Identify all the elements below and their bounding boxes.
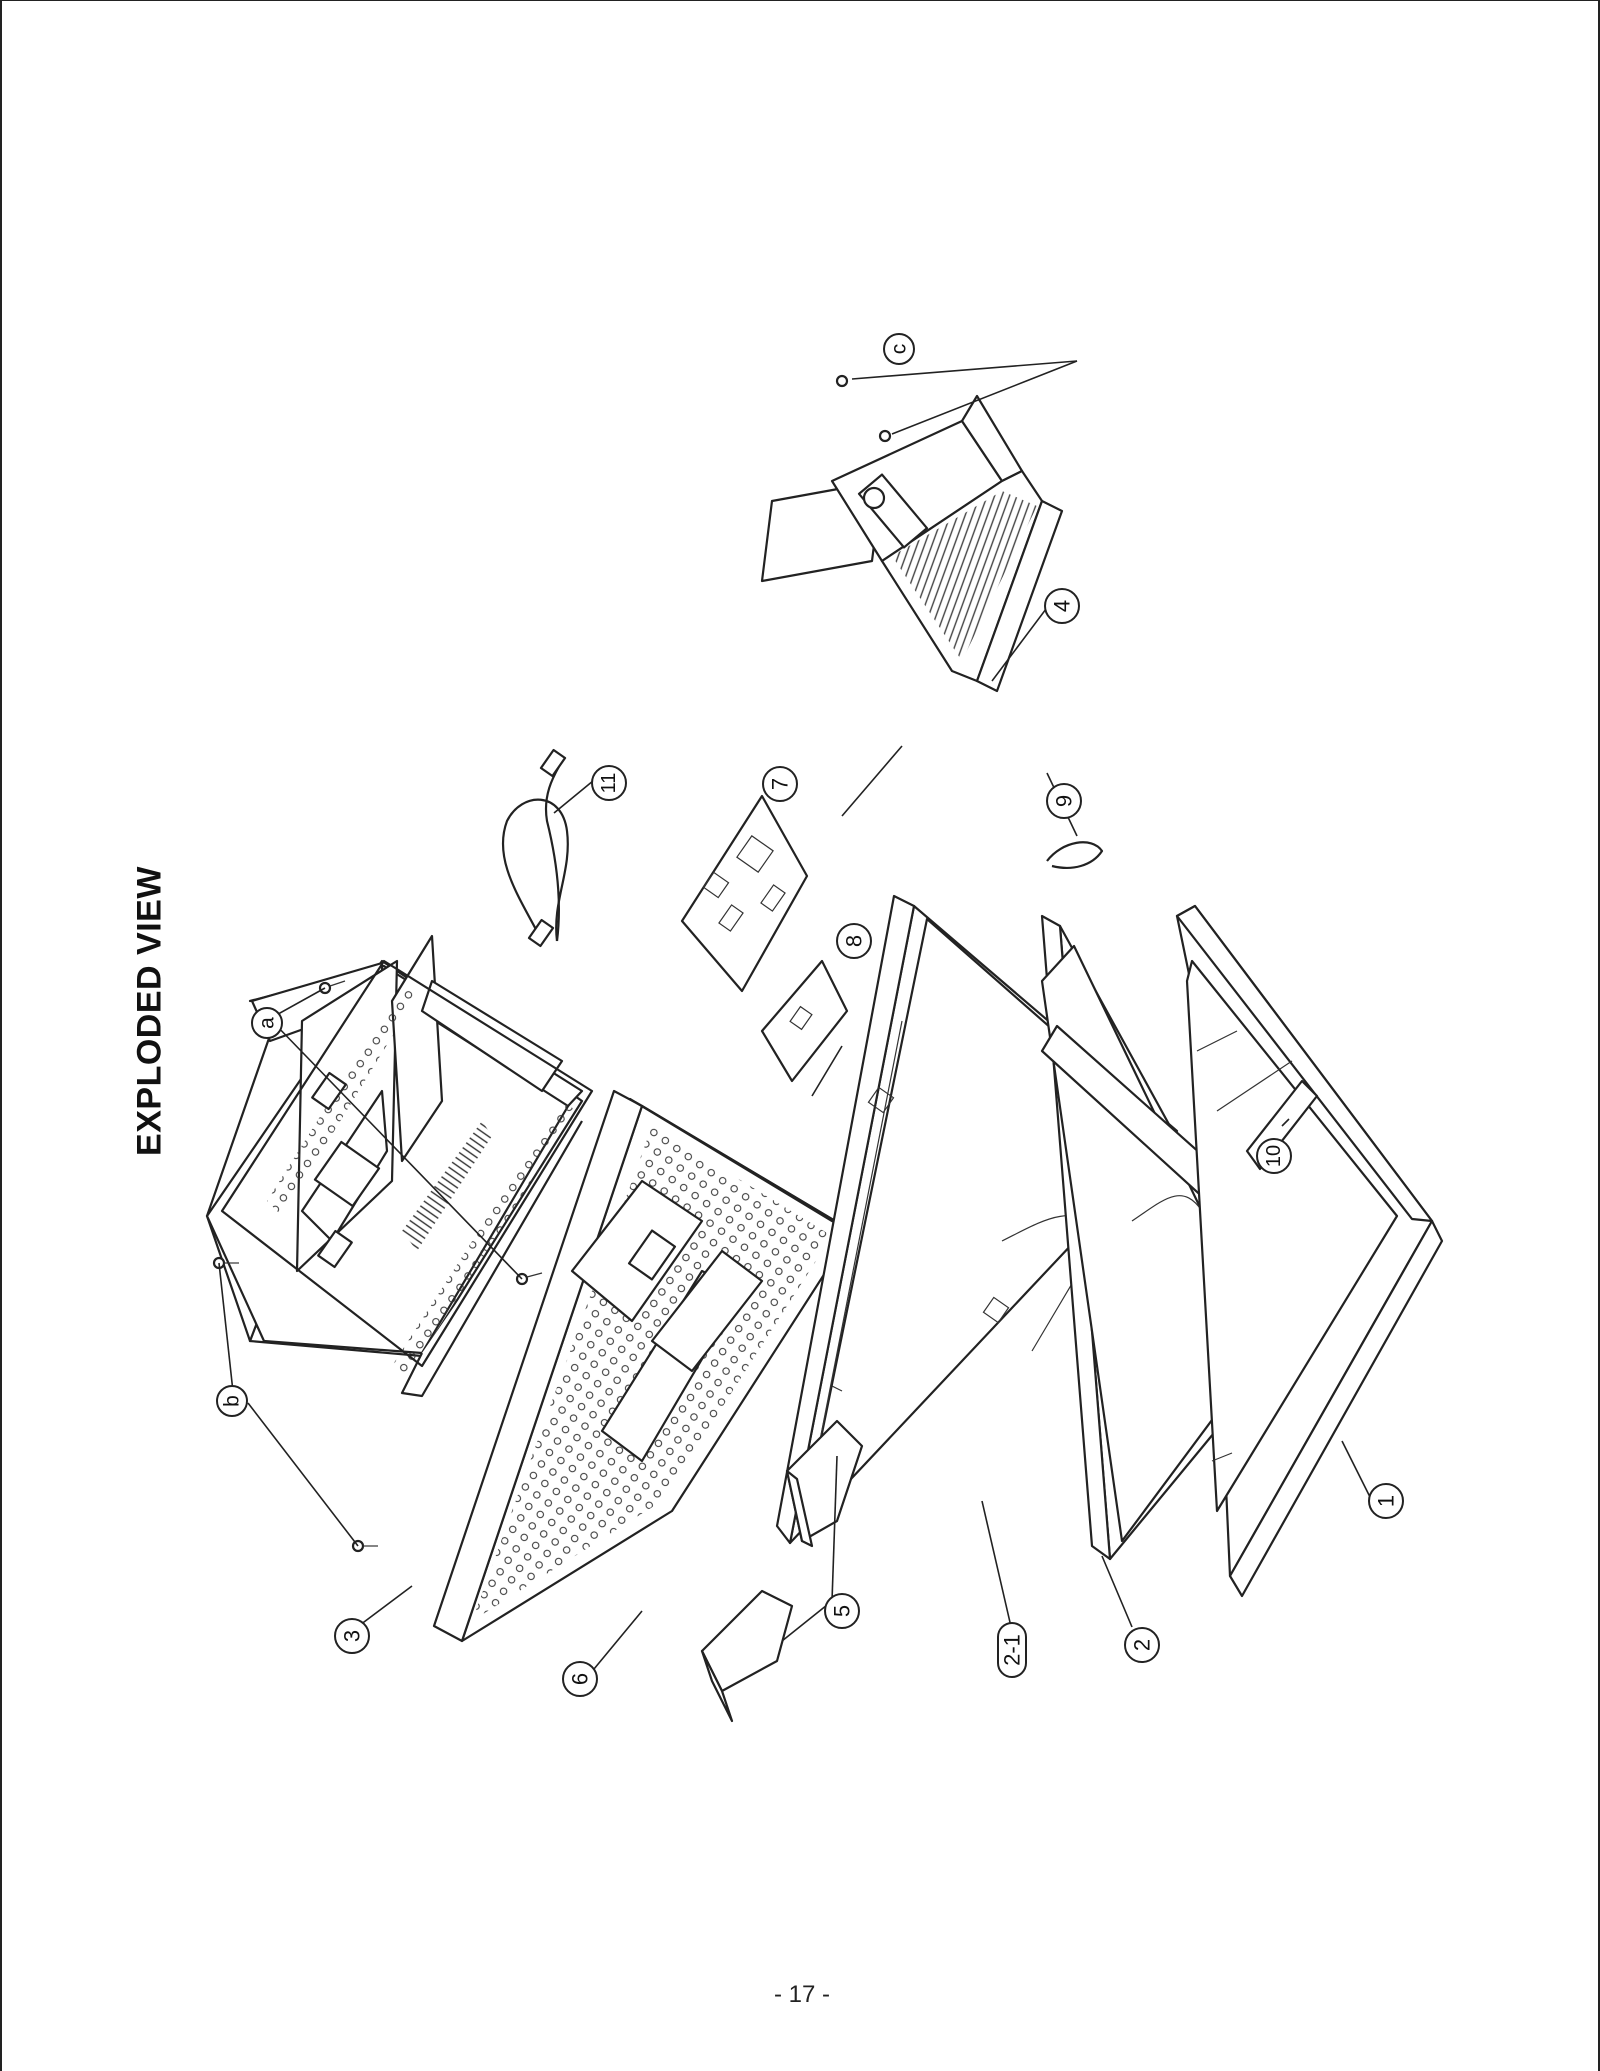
svg-text:a: a (256, 1017, 279, 1029)
svg-text:6: 6 (568, 1673, 593, 1685)
callout-11: 11 (591, 765, 627, 801)
page-number: - 17 - (773, 1981, 831, 2008)
back-cover-outline (220, 959, 594, 1368)
callout-9: 9 (1046, 783, 1082, 819)
callout-2-1: 2-1 (997, 1622, 1027, 1678)
small-board-part (760, 959, 849, 1083)
cable-tie-part (1046, 841, 1104, 869)
main-board-part (680, 794, 809, 993)
svg-text:c: c (888, 344, 911, 355)
svg-text:2-1: 2-1 (1000, 1634, 1025, 1666)
callout-5: 5 (824, 1593, 860, 1629)
svg-text:1: 1 (1374, 1495, 1399, 1507)
svg-text:b: b (221, 1395, 244, 1407)
shield-frame-part (432, 1089, 854, 1643)
svg-text:9: 9 (1052, 795, 1077, 807)
svg-text:11: 11 (598, 773, 620, 794)
callout-a: a (251, 1007, 283, 1039)
callout-b: b (216, 1385, 248, 1417)
callout-1: 1 (1368, 1483, 1404, 1519)
callout-8: 8 (836, 923, 872, 959)
svg-text:7: 7 (768, 778, 793, 790)
front-bezel-part (1175, 904, 1444, 1598)
bracket-part-b (785, 1419, 864, 1548)
svg-text:5: 5 (830, 1605, 855, 1617)
back-cover-part (205, 934, 584, 1398)
callout-3: 3 (334, 1618, 370, 1654)
callout-10: 10 (1256, 1138, 1292, 1174)
callout-2: 2 (1124, 1627, 1160, 1663)
svg-text:8: 8 (842, 935, 867, 947)
callout-4: 4 (1044, 588, 1080, 624)
callout-7: 7 (762, 766, 798, 802)
bracket-part-a (700, 1589, 794, 1723)
svg-text:10: 10 (1263, 1145, 1285, 1167)
signal-cable-part (501, 748, 569, 948)
callout-6: 6 (562, 1661, 598, 1697)
svg-text:3: 3 (340, 1630, 365, 1642)
svg-text:4: 4 (1050, 600, 1075, 612)
stand-part (760, 374, 1064, 693)
svg-text:2: 2 (1130, 1639, 1155, 1651)
callout-c: c (883, 333, 915, 365)
